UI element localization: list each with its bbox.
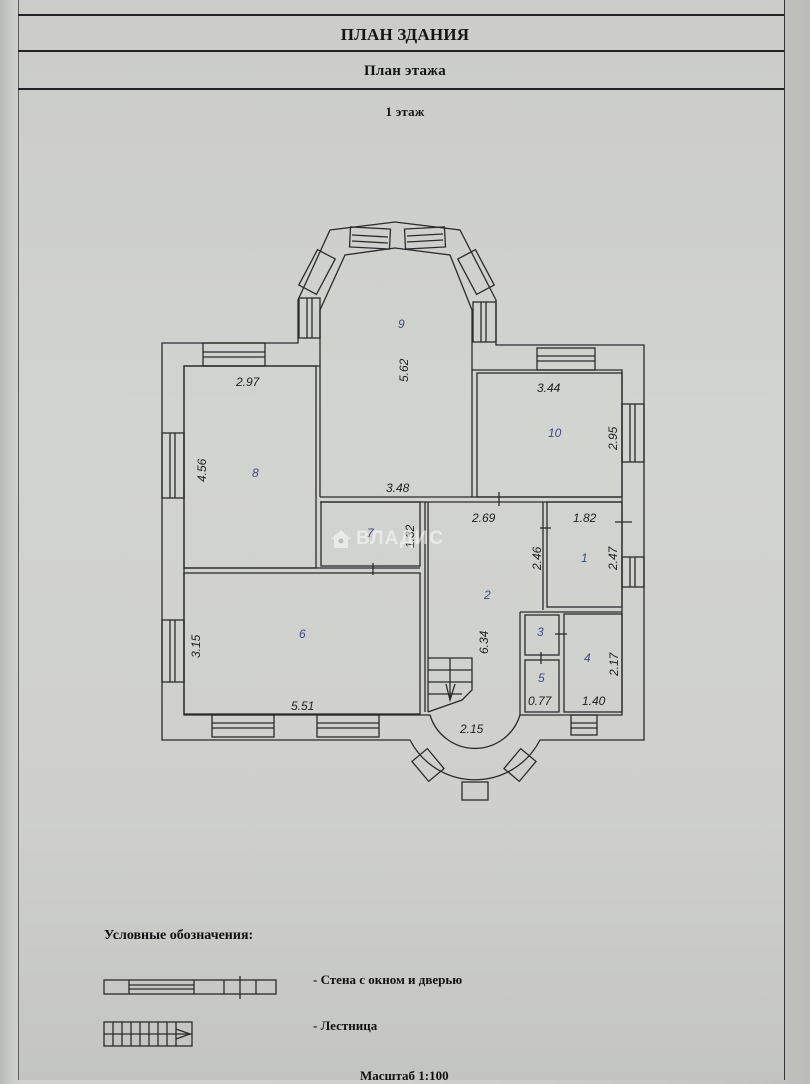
document-subtitle: План этажа bbox=[364, 63, 446, 79]
legend-label-stairs: - Лестница bbox=[313, 1018, 378, 1033]
room-7-length: 1.32 bbox=[403, 524, 417, 548]
room-6-length: 3.15 bbox=[189, 634, 203, 658]
room-3-number: 3 bbox=[537, 625, 544, 639]
room-5-width: 0.77 bbox=[528, 694, 553, 708]
room-8-length: 4.56 bbox=[195, 458, 209, 482]
room-9-width: 3.48 bbox=[386, 481, 410, 495]
exterior-walls bbox=[161, 221, 645, 781]
header-divider bbox=[18, 50, 784, 52]
floor-label: 1 этаж bbox=[385, 104, 425, 119]
wall-window-door-symbol bbox=[103, 976, 277, 999]
legend-title: Условные обозначения: bbox=[104, 928, 254, 943]
room-2-width: 2.69 bbox=[471, 511, 496, 525]
watermark: ВЛАДИС bbox=[330, 528, 444, 550]
header-divider bbox=[18, 14, 784, 16]
room-4-width: 1.40 bbox=[582, 694, 606, 708]
room-1-width: 1.82 bbox=[573, 511, 597, 525]
document-title: ПЛАН ЗДАНИЯ bbox=[340, 25, 470, 44]
watermark-text: ВЛАДИС bbox=[356, 528, 444, 549]
room-10-number: 10 bbox=[548, 426, 562, 440]
legend-symbols bbox=[103, 976, 277, 1047]
room-4-number: 4 bbox=[584, 651, 591, 665]
room-9-length: 5.62 bbox=[397, 358, 411, 382]
windows bbox=[161, 342, 645, 801]
room-10-width: 3.44 bbox=[537, 381, 561, 395]
bay-windows bbox=[297, 226, 497, 343]
room-2-bay-width: 2.15 bbox=[459, 722, 484, 736]
room-6-number: 6 bbox=[299, 627, 306, 641]
room-1-number: 1 bbox=[581, 551, 588, 565]
room-8-width: 2.97 bbox=[235, 375, 261, 389]
header-divider bbox=[18, 88, 784, 90]
dimension-labels: 9 5.62 3.48 2.97 4.56 8 3.44 10 2.95 7 1… bbox=[189, 317, 621, 736]
room-5-number: 5 bbox=[538, 671, 545, 685]
room-2-number: 2 bbox=[483, 588, 491, 602]
room-4-length: 2.17 bbox=[607, 651, 621, 677]
house-key-icon bbox=[331, 530, 351, 548]
room-9-number: 9 bbox=[398, 317, 405, 331]
scale-label: Масштаб 1:100 bbox=[360, 1068, 449, 1083]
interior-walls bbox=[183, 365, 632, 715]
room-8-number: 8 bbox=[252, 466, 259, 480]
room-2-side: 2.46 bbox=[530, 546, 544, 571]
room-6-width: 5.51 bbox=[291, 699, 314, 713]
stairs-symbol bbox=[103, 1021, 193, 1047]
room-2-length: 6.34 bbox=[477, 630, 491, 654]
room-1-length: 2.47 bbox=[606, 545, 620, 571]
document-page bbox=[18, 0, 785, 1080]
legend-label-wall: - Стена с окном и дверью bbox=[313, 972, 463, 987]
room-10-length: 2.95 bbox=[606, 426, 620, 451]
room-7-number: 7 bbox=[367, 526, 375, 540]
